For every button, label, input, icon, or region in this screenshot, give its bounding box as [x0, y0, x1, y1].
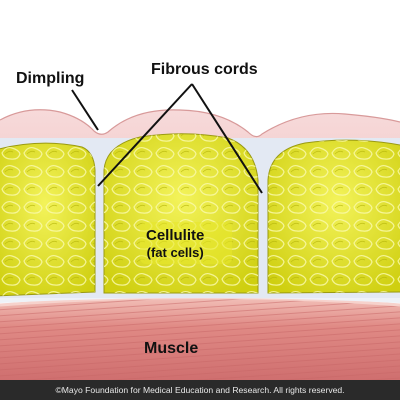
fibrous-cord-pointer-left	[97, 83, 193, 187]
copyright-footer: ©Mayo Foundation for Medical Education a…	[0, 380, 400, 400]
fat-chamber-right-texture	[268, 140, 400, 293]
fat-chamber-middle-texture	[104, 133, 258, 293]
fibrous-cord-pointer-right	[191, 83, 263, 194]
cellulite-label-group: Cellulite (fat cells)	[146, 227, 204, 261]
muscle-striations	[0, 297, 400, 380]
fibrous-cords-label: Fibrous cords	[151, 61, 258, 78]
skin-surface-line	[0, 109, 400, 138]
dimpling-pointer	[71, 89, 99, 131]
dimpling-label: Dimpling	[16, 70, 85, 87]
cellulite-label: Cellulite	[146, 227, 205, 244]
fat-chamber-left-texture	[0, 143, 95, 296]
fat-cells-label: (fat cells)	[146, 245, 204, 260]
muscle-label: Muscle	[144, 340, 199, 357]
label-backing	[140, 222, 232, 264]
